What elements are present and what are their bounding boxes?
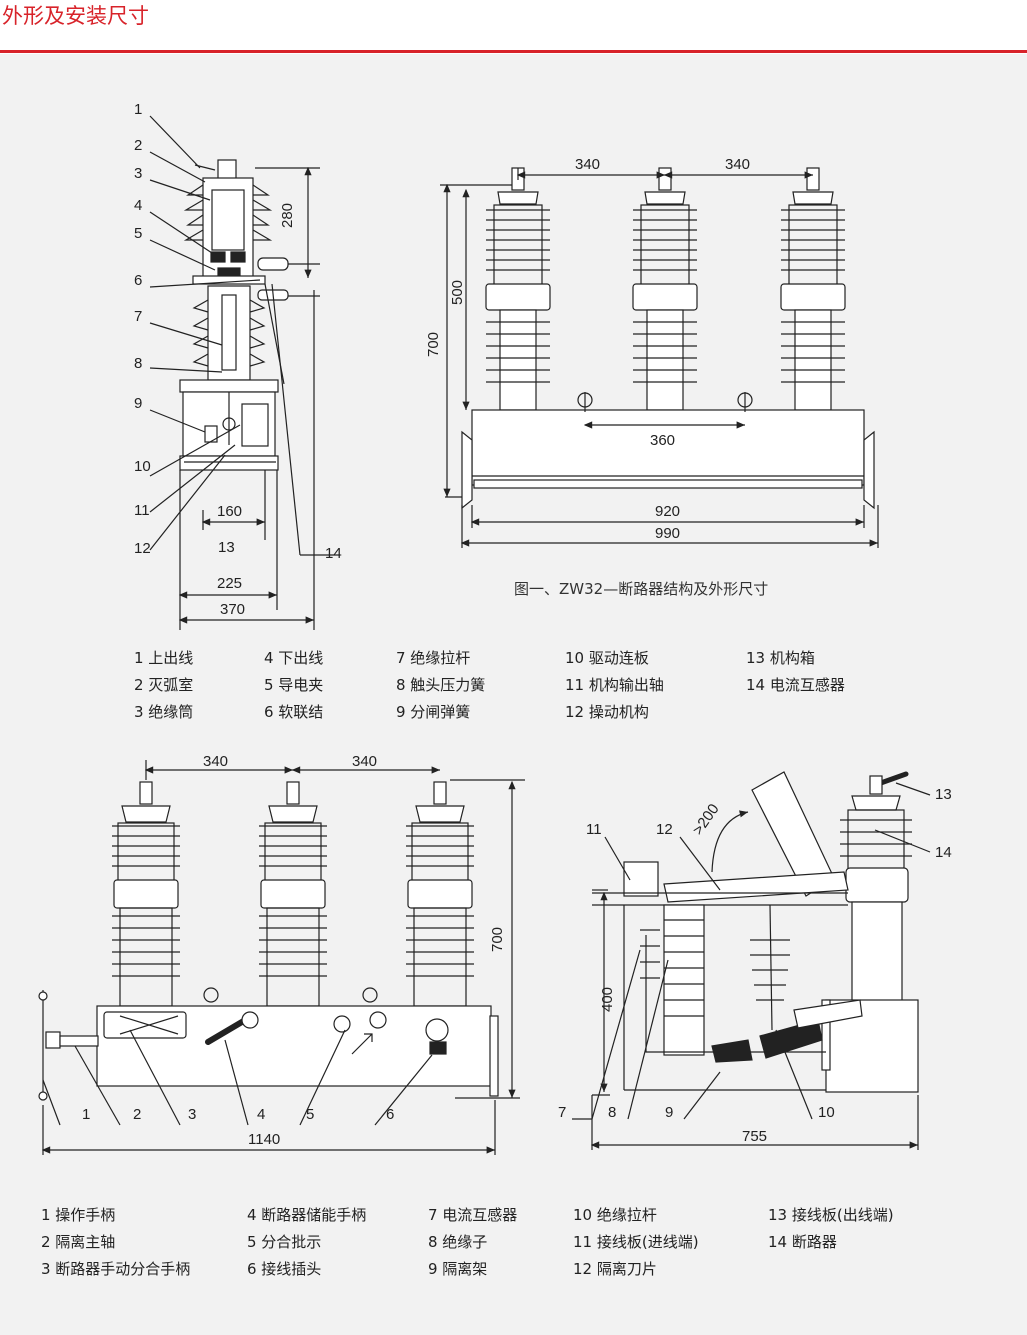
fig2-front-view	[38, 760, 525, 1155]
callout-label: 14	[935, 844, 952, 861]
legend-item: 9 分闸弹簧	[396, 703, 471, 721]
dimension-label: 160	[217, 503, 242, 520]
legend-item: 4 断路器储能手柄	[247, 1206, 367, 1224]
fig1-front-view	[440, 167, 879, 548]
callout-label: 8	[134, 355, 142, 372]
fig2-front-labels: 340 340 700 1140 1 2 3 4 5 6	[82, 753, 506, 1148]
fig1-side-view	[149, 115, 340, 630]
callout-label: 10	[818, 1104, 835, 1121]
dimension-label: 500	[449, 280, 466, 305]
callout-label: 12	[134, 540, 151, 557]
legend-item: 3 断路器手动分合手柄	[41, 1260, 191, 1278]
legend-item: 10 绝缘拉杆	[573, 1206, 657, 1224]
legend-item: 11 接线板(进线端)	[573, 1233, 699, 1251]
callout-label: 7	[558, 1104, 566, 1121]
callout-label: 12	[656, 821, 673, 838]
callout-label: 10	[134, 458, 151, 475]
dimension-label: 340	[352, 753, 377, 770]
callout-label: 13	[935, 786, 952, 803]
fig1-front-dimensions: 340 340 500 700 360 920 990	[425, 156, 750, 542]
callout-label: 6	[386, 1106, 394, 1123]
callout-label: 2	[134, 137, 142, 154]
callout-label: 1	[134, 101, 142, 118]
page-header: 外形及安装尺寸	[0, 0, 1027, 54]
dimension-label: 700	[489, 927, 506, 952]
dimension-label: 360	[650, 432, 675, 449]
callout-label: 9	[665, 1104, 673, 1121]
dimension-label: 920	[655, 503, 680, 520]
legend-item: 1 操作手柄	[41, 1206, 116, 1224]
legend-item: 12 隔离刀片	[573, 1260, 657, 1278]
dimension-label: 990	[655, 525, 680, 542]
legend-item: 6 接线插头	[247, 1260, 322, 1278]
figure-caption: 图一、ZW32—断路器结构及外形尺寸	[514, 580, 769, 598]
dimension-label: 340	[725, 156, 750, 173]
fig2-side-view	[572, 771, 931, 1150]
dimension-label: 400	[599, 987, 616, 1012]
legend-item: 8 触头压力簧	[396, 676, 486, 694]
legend-item: 12 操动机构	[565, 703, 649, 721]
legend-item: 11 机构输出轴	[565, 676, 664, 694]
dimension-label: 755	[742, 1128, 767, 1145]
callout-label: 5	[134, 225, 142, 242]
legend-item: 7 绝缘拉杆	[396, 649, 471, 667]
callout-label: 5	[306, 1106, 314, 1123]
legend-item: 3 绝缘筒	[134, 703, 194, 721]
legend-item: 5 分合批示	[247, 1233, 322, 1251]
legend-item: 5 导电夹	[264, 676, 324, 694]
dimension-label: 700	[425, 332, 442, 357]
dimension-label: 340	[575, 156, 600, 173]
dimension-label: 370	[220, 601, 245, 618]
legend-item: 1 上出线	[134, 649, 194, 667]
dimension-label: 340	[203, 753, 228, 770]
dimension-label: 1140	[248, 1131, 280, 1148]
dimension-label: 225	[217, 575, 242, 592]
callout-label: 11	[586, 821, 602, 838]
page-title: 外形及安装尺寸	[2, 4, 149, 28]
legend-item: 7 电流互感器	[428, 1206, 518, 1224]
callout-label: 2	[133, 1106, 141, 1123]
callout-label: 6	[134, 272, 142, 289]
legend-item: 2 灭弧室	[134, 676, 194, 694]
legend-item: 13 接线板(出线端)	[768, 1206, 894, 1224]
legend-item: 2 隔离主轴	[41, 1233, 116, 1251]
callout-label: 3	[134, 165, 142, 182]
callout-label: 13	[218, 539, 235, 556]
callout-label: 3	[188, 1106, 196, 1123]
callout-label: 7	[134, 308, 142, 325]
callout-label: 4	[257, 1106, 265, 1123]
dimension-label: 280	[279, 203, 296, 228]
legend-item: 14 断路器	[768, 1233, 837, 1251]
callout-label: 1	[82, 1106, 90, 1123]
callout-label: 11	[134, 502, 150, 519]
callout-label: 14	[325, 545, 342, 562]
legend-item: 8 绝缘子	[428, 1233, 488, 1251]
fig1-side-callouts: 1 2 3 4 5 6 7 8 9 10 11 12 13 14 280 160…	[134, 101, 342, 618]
legend-item: 14 电流互感器	[746, 676, 845, 694]
legend-item: 6 软联结	[264, 703, 324, 721]
callout-label: 9	[134, 395, 142, 412]
callout-label: 8	[608, 1104, 616, 1121]
legend-item: 10 驱动连板	[565, 649, 649, 667]
callout-label: 4	[134, 197, 142, 214]
legend-item: 4 下出线	[264, 649, 324, 667]
header-divider	[0, 50, 1027, 53]
legend-item: 9 隔离架	[428, 1260, 488, 1278]
dimension-label: >200	[689, 801, 722, 838]
legend-item: 13 机构箱	[746, 649, 815, 667]
